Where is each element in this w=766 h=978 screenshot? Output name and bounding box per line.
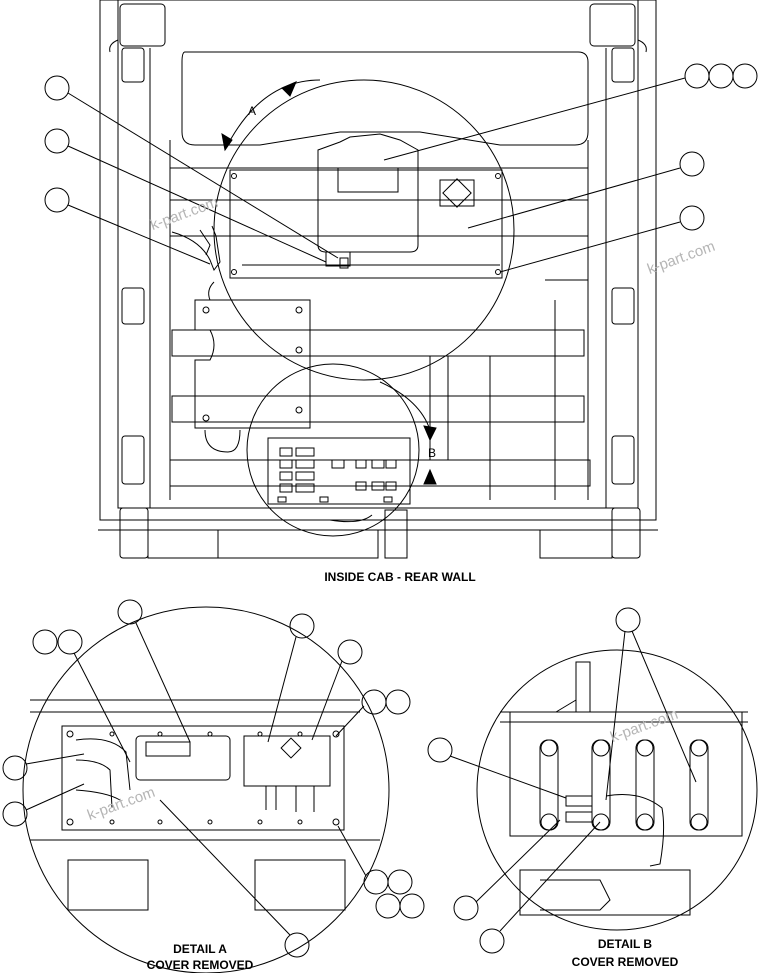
main-callouts bbox=[44, 63, 758, 273]
detail-b-caption-line1: DETAIL B bbox=[597, 937, 653, 951]
detail-b-letter: B bbox=[428, 446, 437, 460]
detail-a-circle bbox=[213, 79, 515, 381]
controller-module bbox=[317, 133, 419, 269]
detail-a-arrow-arc bbox=[224, 79, 321, 151]
cab-frame bbox=[98, 0, 658, 559]
detail-a-caption-line1: DETAIL A bbox=[173, 942, 227, 956]
detail-b-caption-line2: COVER REMOVED bbox=[571, 955, 679, 969]
switch-panel bbox=[267, 437, 411, 523]
main-view-caption: INSIDE CAB - REAR WALL bbox=[324, 570, 476, 584]
detail-a-caption-line2: COVER REMOVED bbox=[146, 958, 254, 972]
detail-b-circle bbox=[246, 363, 420, 537]
detail-b-drawing bbox=[427, 607, 758, 954]
control-panel-plate bbox=[194, 281, 311, 453]
mounting-bracket bbox=[229, 169, 503, 279]
detail-a-drawing bbox=[2, 599, 425, 974]
detail-a-letter: A bbox=[248, 104, 257, 118]
left-wiring bbox=[171, 225, 221, 272]
